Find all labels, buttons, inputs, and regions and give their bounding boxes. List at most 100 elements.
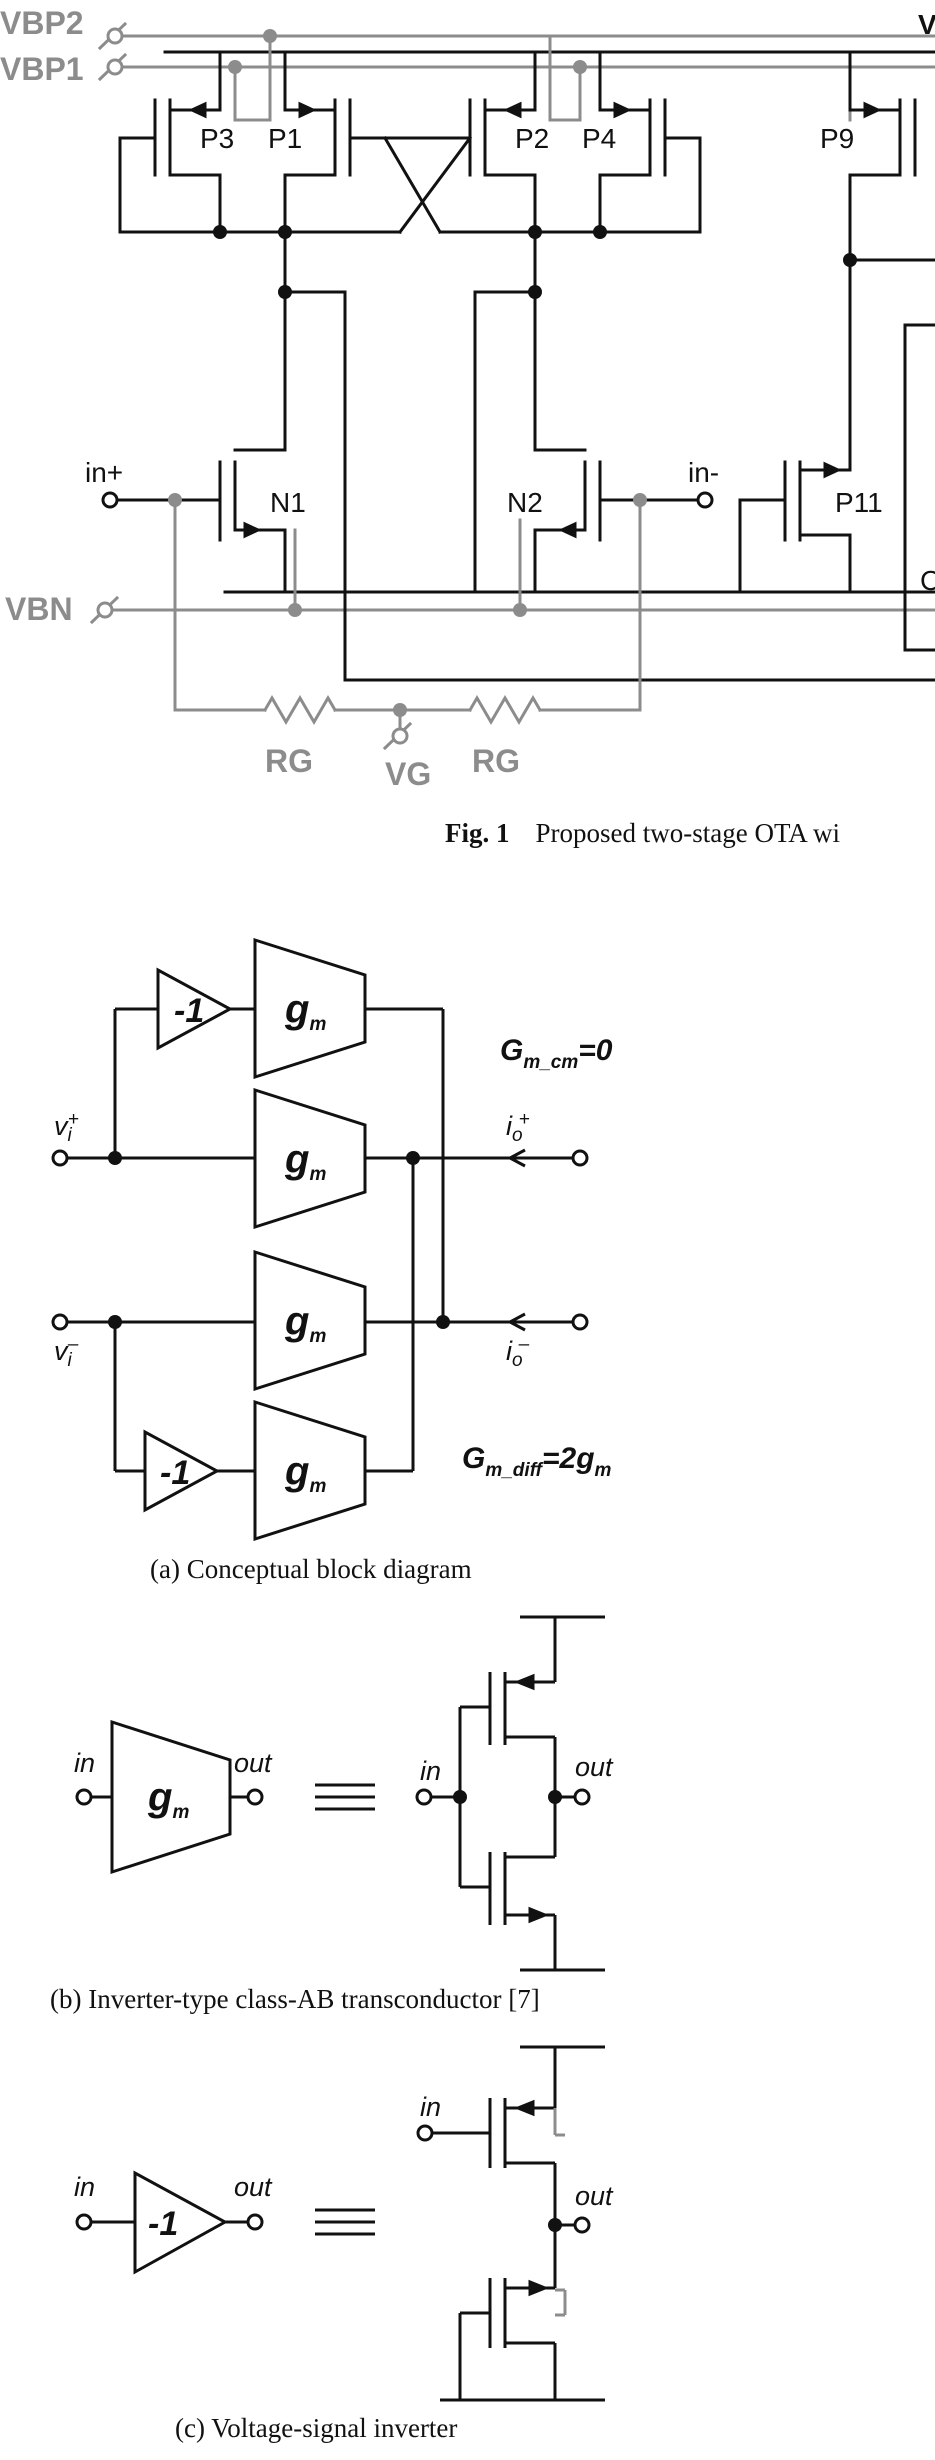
io-minus-terminal (571, 1313, 589, 1331)
gm-label-3: gm (284, 1299, 326, 1347)
junction (406, 1151, 420, 1165)
label-edge-c: C (920, 565, 935, 596)
vi-minus-label: vi– (54, 1334, 79, 1371)
junction (843, 253, 857, 267)
fig-a-caption: (a) Conceptual block diagram (150, 1554, 472, 1584)
gm-label-sub: m (309, 1014, 326, 1035)
gm-block-2 (253, 1087, 367, 1230)
junction (573, 60, 587, 74)
gm-label-main: g (284, 1137, 309, 1181)
junction (168, 493, 182, 507)
fig1-caption-text: Proposed two-stage OTA wi (536, 818, 841, 848)
junction (288, 603, 302, 617)
in-plus-terminal (101, 491, 119, 509)
terminal-vbp1 (97, 52, 128, 82)
gm-label-4: gm (284, 1449, 326, 1497)
in-label-c-right: in (420, 2092, 441, 2122)
nmos-n1 (103, 230, 287, 594)
out-terminal-b-right (573, 1788, 591, 1806)
fig-c-grey-body (553, 2108, 567, 2317)
pmos-p3-p1 (118, 50, 402, 234)
pmos-p2-p4 (438, 50, 702, 234)
gm-label-main: g (284, 987, 309, 1031)
gm-cm-equation: Gm_cm=0 (500, 1034, 613, 1073)
junction (513, 603, 527, 617)
label-p11: P11 (835, 487, 883, 518)
terminal-vbp2 (97, 21, 128, 51)
junction (453, 1790, 467, 1804)
label-p9: P9 (820, 123, 854, 154)
neg-one-1: -1 (174, 992, 204, 1030)
out-label-b: out (234, 1748, 273, 1778)
gm-label-1: gm (284, 987, 326, 1035)
out-terminal-c (246, 2213, 264, 2231)
gm-label-2: gm (284, 1137, 326, 1185)
label-vbp2: VBP2 (0, 5, 84, 41)
label-p3: P3 (200, 123, 234, 154)
in-terminal-b (75, 1788, 93, 1806)
label-p1: P1 (268, 123, 302, 154)
io-plus-label: io+ (506, 1109, 530, 1146)
out-label-c-right: out (575, 2181, 614, 2211)
junction (263, 29, 277, 43)
in-label-b-right: in (420, 1756, 441, 1786)
junction (393, 703, 407, 717)
io-plus-terminal (571, 1149, 589, 1167)
gm-block-b (110, 1719, 232, 1875)
in-terminal-c (75, 2213, 93, 2231)
out-terminal-b (246, 1788, 264, 1806)
rg-network (173, 498, 642, 751)
io-minus-label: io– (506, 1334, 530, 1371)
in-minus-terminal (696, 491, 714, 509)
fig-b-caption: (b) Inverter-type class-AB transconducto… (50, 1984, 540, 2014)
fig1-caption: Fig. 1 Proposed two-stage OTA wi (445, 818, 840, 848)
out-label-b-right: out (575, 1752, 614, 1782)
pmos-p11 (738, 323, 935, 652)
gm-label-b: gm (147, 1775, 189, 1823)
in-label-b: in (74, 1748, 95, 1778)
gm-block-4 (253, 1399, 367, 1542)
label-edge-v: V (918, 9, 935, 40)
label-p4: P4 (582, 123, 616, 154)
label-in-minus: in- (688, 457, 719, 488)
terminal-vbn (89, 595, 120, 625)
label-in-plus: in+ (85, 457, 123, 488)
fig-a-diagram (65, 937, 575, 1542)
gm-diff-equation: Gm_diff=2gm (462, 1442, 612, 1481)
out-terminal-c-right (573, 2216, 591, 2234)
gm-label-sub: m (309, 1476, 326, 1497)
label-rg-left: RG (265, 743, 313, 779)
label-vbn: VBN (5, 591, 73, 627)
gm-label-sub: m (309, 1326, 326, 1347)
gm-label-sub: m (309, 1164, 326, 1185)
junction (548, 1790, 562, 1804)
fig1-caption-number: Fig. 1 (445, 818, 510, 848)
gm-label-main: g (284, 1449, 309, 1493)
pmos-p9 (848, 50, 935, 457)
junction (593, 225, 607, 239)
label-vg: VG (385, 756, 431, 792)
label-n2: N2 (507, 487, 543, 518)
junction (436, 1315, 450, 1329)
junction (213, 225, 227, 239)
vi-plus-terminal (51, 1149, 69, 1167)
label-rg-right: RG (472, 743, 520, 779)
junction (633, 493, 647, 507)
vi-plus-label: vi+ (54, 1109, 79, 1146)
fig-c-diagram (88, 2045, 605, 2402)
gate-bias-lines (233, 34, 852, 122)
label-n1: N1 (270, 487, 306, 518)
vi-minus-terminal (51, 1313, 69, 1331)
neg-one-2: -1 (160, 1454, 190, 1492)
junction (228, 60, 242, 74)
fig-c-caption: (c) Voltage-signal inverter (175, 2413, 457, 2443)
gm-label-main: g (284, 1299, 309, 1343)
neg-one-c: -1 (148, 2205, 178, 2243)
label-vbp1: VBP1 (0, 51, 84, 87)
label-p2: P2 (515, 123, 549, 154)
nmos-n2 (533, 230, 702, 594)
out-label-c: out (234, 2172, 273, 2202)
fig1-schematic (89, 21, 935, 751)
in-label-c: in (74, 2172, 95, 2202)
